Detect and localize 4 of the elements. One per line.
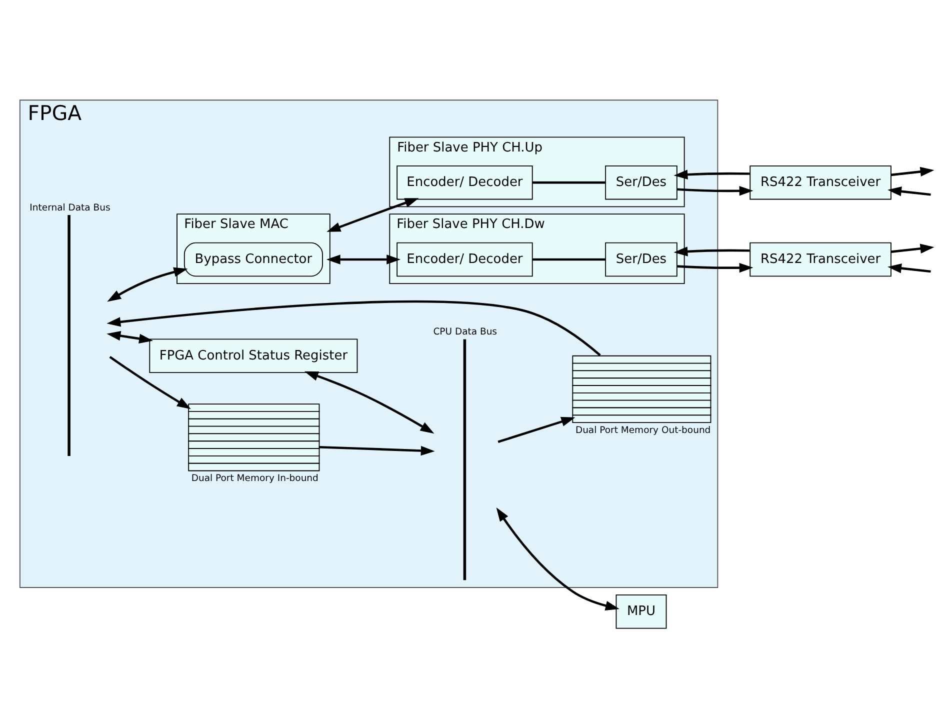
node-label: CPU Data Bus <box>433 326 498 338</box>
node-label: Dual Port Memory Out-bound <box>575 424 711 436</box>
node-label: Internal Data Bus <box>30 202 110 213</box>
node-label: Dual Port Memory In-bound <box>191 472 318 484</box>
